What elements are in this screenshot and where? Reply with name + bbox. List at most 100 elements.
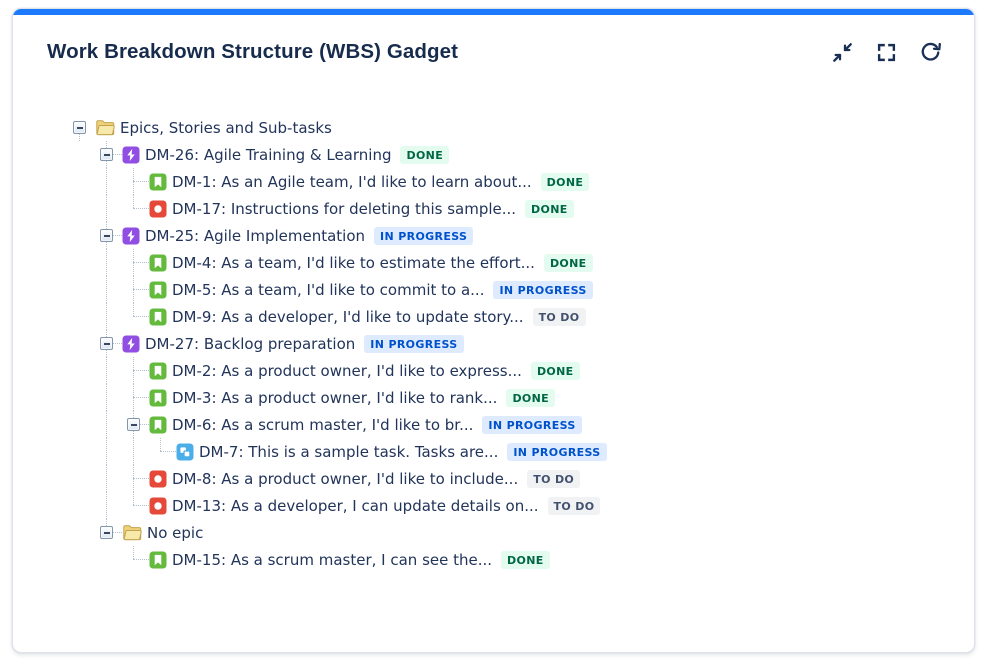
story-icon	[149, 362, 167, 380]
collapse-toggle[interactable]	[127, 418, 140, 431]
tree-connector-line	[133, 397, 149, 398]
tree-connector-line	[133, 370, 149, 371]
tree-guide-line	[106, 276, 107, 303]
tree-row: DM-9: As a developer, I'd like to update…	[13, 303, 974, 330]
status-badge: TO DO	[547, 496, 601, 515]
gadget-accent-bar	[13, 9, 974, 15]
tree-guide-line	[106, 161, 107, 168]
status-badge: DONE	[501, 550, 550, 569]
tree-guide-line	[106, 438, 107, 465]
tree-guide-line	[106, 195, 107, 222]
tree-row: DM-6: As a scrum master, I'd like to br.…	[13, 411, 974, 438]
issue-label[interactable]: DM-8: As a product owner, I'd like to in…	[172, 469, 519, 488]
tree-guide-line	[133, 249, 134, 262]
status-badge: IN PROGRESS	[374, 226, 474, 245]
tree-connector-line	[113, 343, 122, 344]
collapse-toggle[interactable]	[100, 526, 113, 539]
tree-guide-line	[133, 397, 134, 411]
collapse-toggle[interactable]	[100, 148, 113, 161]
tree-connector-line	[113, 154, 122, 155]
issue-label[interactable]: DM-15: As a scrum master, I can see the.…	[172, 550, 493, 569]
status-badge: DONE	[400, 145, 450, 164]
tree-guide-line	[133, 276, 134, 289]
wbs-tree: Epics, Stories and Sub-tasks DM-26: Agil…	[13, 114, 974, 573]
story-icon	[149, 389, 167, 407]
tree-guide-line	[133, 357, 134, 370]
folder-icon	[122, 524, 142, 541]
story-icon	[149, 308, 167, 326]
issue-label[interactable]: DM-2: As a product owner, I'd like to ex…	[172, 361, 522, 380]
tree-row: Epics, Stories and Sub-tasks	[13, 114, 974, 141]
tree-connector-line	[133, 559, 149, 560]
status-badge: IN PROGRESS	[493, 280, 593, 299]
tree-guide-line	[106, 330, 107, 337]
tree-guide-line	[106, 303, 107, 330]
issue-label[interactable]: DM-9: As a developer, I'd like to update…	[172, 307, 524, 326]
tree-connector-line	[133, 289, 149, 290]
issue-label[interactable]: DM-1: As an Agile team, I'd like to lear…	[172, 172, 532, 191]
tree-guide-line	[133, 181, 134, 195]
tree-guide-line	[106, 350, 107, 357]
tree-guide-line	[79, 134, 80, 141]
tree-row: DM-1: As an Agile team, I'd like to lear…	[13, 168, 974, 195]
issue-label[interactable]: DM-4: As a team, I'd like to estimate th…	[172, 253, 535, 272]
issue-label[interactable]: DM-27: Backlog preparation	[145, 334, 356, 353]
tree-guide-line	[133, 431, 134, 438]
tree-row: DM-2: As a product owner, I'd like to ex…	[13, 357, 974, 384]
story-icon	[149, 254, 167, 272]
epic-icon	[122, 227, 140, 245]
status-badge: DONE	[530, 361, 580, 380]
tree-row: DM-26: Agile Training & Learning DONE	[13, 141, 974, 168]
issue-label[interactable]: DM-17: Instructions for deleting this sa…	[172, 199, 517, 218]
collapse-toggle[interactable]	[100, 229, 113, 242]
tree-guide-line	[133, 289, 134, 303]
collapse-toggle[interactable]	[100, 337, 113, 350]
status-badge: IN PROGRESS	[507, 442, 607, 461]
issue-label[interactable]: DM-7: This is a sample task. Tasks are..…	[199, 442, 499, 461]
minimize-button[interactable]	[831, 41, 854, 64]
issue-label[interactable]: No epic	[147, 523, 204, 542]
tree-connector-line	[133, 316, 149, 317]
status-badge: DONE	[525, 199, 574, 218]
issue-label[interactable]: DM-5: As a team, I'd like to commit to a…	[172, 280, 485, 299]
tree-guide-line	[106, 242, 107, 249]
tree-row: DM-13: As a developer, I can update deta…	[13, 492, 974, 519]
issue-label[interactable]: DM-3: As a product owner, I'd like to ra…	[172, 388, 498, 407]
tree-guide-line	[106, 357, 107, 384]
tree-connector-line	[113, 532, 122, 533]
story-icon	[149, 281, 167, 299]
tree-row: DM-27: Backlog preparation IN PROGRESS	[13, 330, 974, 357]
status-badge: DONE	[540, 172, 590, 191]
tree-guide-line	[106, 492, 107, 519]
folder-icon	[95, 119, 115, 136]
status-badge: DONE	[543, 253, 593, 272]
tree-row: DM-5: As a team, I'd like to commit to a…	[13, 276, 974, 303]
tree-guide-line	[106, 384, 107, 411]
status-badge: TO DO	[532, 307, 586, 326]
bug-icon	[149, 497, 167, 515]
issue-label[interactable]: DM-26: Agile Training & Learning	[145, 145, 392, 164]
issue-label[interactable]: Epics, Stories and Sub-tasks	[120, 118, 332, 137]
tree-row: DM-15: As a scrum master, I can see the.…	[13, 546, 974, 573]
tree-guide-line	[133, 370, 134, 384]
tree-connector-line	[133, 478, 149, 479]
tree-row: DM-17: Instructions for deleting this sa…	[13, 195, 974, 222]
collapse-toggle[interactable]	[73, 121, 86, 134]
issue-label[interactable]: DM-13: As a developer, I can update deta…	[172, 496, 539, 515]
tree-guide-line	[106, 249, 107, 276]
tree-guide-line	[133, 492, 134, 505]
status-badge: IN PROGRESS	[482, 415, 582, 434]
fullscreen-button[interactable]	[875, 41, 898, 64]
tree-guide-line	[106, 411, 107, 438]
tree-guide-line	[133, 168, 134, 181]
issue-label[interactable]: DM-25: Agile Implementation	[145, 226, 366, 245]
refresh-button[interactable]	[919, 41, 942, 64]
tree-guide-line	[133, 438, 134, 465]
tree-connector-line	[133, 262, 149, 263]
tree-guide-line	[133, 195, 134, 208]
story-icon	[149, 551, 167, 569]
issue-label[interactable]: DM-6: As a scrum master, I'd like to br.…	[172, 415, 474, 434]
tree-connector-line	[133, 505, 149, 506]
story-icon	[149, 173, 167, 191]
